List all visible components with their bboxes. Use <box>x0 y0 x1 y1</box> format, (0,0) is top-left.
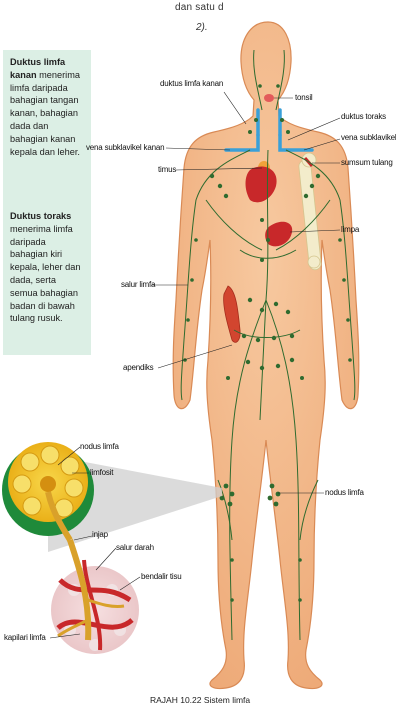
label-limpa: limpa <box>341 225 359 234</box>
label-duktus-toraks: duktus toraks <box>341 112 386 121</box>
label-salur-darah: salur darah <box>116 543 154 552</box>
label-limfosit: limfosit <box>90 468 113 477</box>
label-injap: injap <box>92 530 108 539</box>
label-nodus-limfa-inset: nodus limfa <box>80 442 119 451</box>
label-duktus-limfa-kanan: duktus limfa kanan <box>160 79 223 88</box>
label-kapilari-limfa: kapilari limfa <box>4 633 46 642</box>
label-timus: timus <box>158 165 176 174</box>
label-sumsum-tulang: sumsum tulang <box>341 158 393 167</box>
tonsil-organ <box>264 94 274 102</box>
label-vena-subklavikel-kiri: vena subklavikel kiri <box>341 133 396 142</box>
label-apendiks: apendiks <box>123 363 153 372</box>
label-bendalir-tisu: bendalir tisu <box>141 572 182 581</box>
label-vena-subklavikel-kanan: vena subklavikel kanan <box>86 143 164 152</box>
label-nodus-limfa-body: nodus limfa <box>325 488 364 497</box>
tissue-capillary-inset <box>51 540 139 654</box>
figure-caption: RAJAH 10.22 Sistem limfa <box>150 695 250 705</box>
label-tonsil: tonsil <box>295 93 312 102</box>
label-salur-limfa: salur limfa <box>121 280 155 289</box>
